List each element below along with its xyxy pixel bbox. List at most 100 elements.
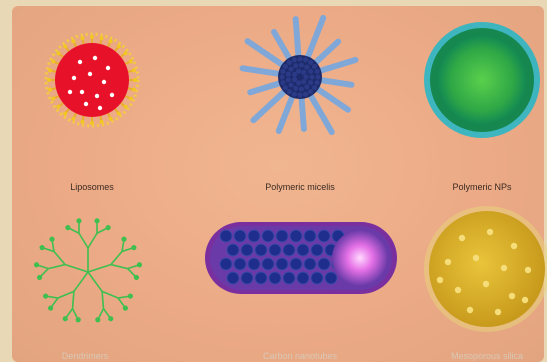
dendrimer-branch: [54, 251, 65, 264]
polymeric-np-illustration: [424, 22, 540, 138]
liposome-dot: [84, 102, 88, 106]
silica-pore: [525, 267, 531, 273]
liposome-head: [71, 117, 75, 121]
nanotube-bead: [304, 230, 316, 242]
micelle-core-bead: [308, 80, 313, 85]
liposome-head: [90, 121, 94, 125]
liposome-head: [132, 68, 136, 72]
silica-pore: [495, 309, 501, 315]
micelle-arm: [253, 91, 285, 121]
micelle-arm: [315, 42, 338, 64]
micelle-core-bead: [286, 72, 291, 77]
nanotube-bead: [248, 258, 260, 270]
label-dendrimers: Dendrimers: [62, 351, 109, 361]
micelle-core-bead: [286, 77, 291, 82]
silica-pore: [483, 281, 489, 287]
label-carbon-nanotubes: Carbon nanotubes: [263, 351, 337, 361]
label-polymeric-micelles: Polymeric micelis: [265, 182, 335, 192]
nanotube-bead: [241, 244, 253, 256]
silica-pore: [522, 297, 528, 303]
micelle-core-bead: [296, 80, 301, 85]
liposome-head: [51, 59, 55, 63]
micelle-arm: [279, 96, 293, 131]
dendrimer-branch: [111, 251, 122, 264]
silica-pore: [467, 307, 473, 313]
dendrimer-node: [48, 305, 53, 310]
dendrimer-branch: [102, 291, 103, 308]
label-liposomes: Liposomes: [70, 182, 114, 192]
dendrimer-branch: [111, 265, 128, 269]
nanotube-bead: [269, 272, 281, 284]
micelle-core-bead: [312, 64, 317, 69]
micelle-core-bead: [303, 92, 308, 97]
dendrimer-node: [106, 225, 111, 230]
liposome-dot: [68, 90, 72, 94]
nanotube-bead: [220, 258, 232, 270]
micelle-core-bead: [301, 70, 306, 75]
micelle-arm: [307, 17, 323, 58]
liposome-head: [124, 105, 128, 109]
liposome-head: [100, 36, 104, 40]
dendrimer-branch: [88, 265, 111, 272]
micelle-core-bead: [303, 74, 308, 79]
dendrimer-node: [76, 317, 81, 322]
micelle-core-bead: [292, 72, 297, 77]
dendrimer-node: [121, 237, 126, 242]
nanotube-bead: [276, 230, 288, 242]
micelle-core-bead: [308, 60, 313, 65]
dendrimer-node: [137, 262, 142, 267]
nanotube-bead: [262, 230, 274, 242]
nanotube-bead: [248, 230, 260, 242]
micelle-core-bead: [280, 69, 285, 74]
micelle-arm: [317, 88, 348, 109]
nanotube-bead: [318, 258, 330, 270]
liposome-dot: [80, 90, 84, 94]
micelle-core-bead: [283, 64, 288, 69]
liposome-head: [133, 78, 137, 82]
liposome-head: [48, 88, 52, 92]
silica-pore: [445, 259, 451, 265]
silica-pore: [437, 277, 443, 283]
micelle-core-bead: [315, 74, 320, 79]
micelle-core-bead: [292, 92, 297, 97]
dendrimer-branch: [88, 233, 97, 248]
nanotube-bead: [269, 244, 281, 256]
micelle-core-bead: [315, 80, 320, 85]
dendrimer-branch: [48, 265, 65, 269]
silica-pore: [459, 235, 465, 241]
micelle-core-bead: [308, 69, 313, 74]
micelle-core-bead: [299, 86, 304, 91]
liposome-head: [56, 51, 60, 55]
micelle-core-bead: [292, 77, 297, 82]
carbon-nanotube-illustration: [205, 222, 397, 294]
micelle-core-bead: [283, 85, 288, 90]
liposome-head: [63, 44, 67, 48]
micelle-core-bead: [292, 57, 297, 62]
micelle-core-bead: [309, 74, 314, 79]
nanotube-bead: [290, 258, 302, 270]
dendrimer-node: [134, 275, 139, 280]
nanotube-bead: [318, 230, 330, 242]
liposome-dot: [110, 93, 114, 97]
micelle-arm: [320, 80, 352, 85]
nanotube-bead: [297, 272, 309, 284]
micelle-core-bead: [296, 69, 301, 74]
label-mesoporous-silica: Mesoporous silica: [451, 351, 523, 361]
nanotube-bead: [283, 272, 295, 284]
micelle-core-bead: [293, 86, 298, 91]
silica-pore: [509, 293, 515, 299]
micelle-core-bead: [299, 62, 304, 67]
dendrimer-illustration: [34, 218, 142, 322]
dendrimer-node: [94, 218, 99, 223]
dendrimer-branch: [65, 265, 88, 272]
nanotube-bead: [290, 230, 302, 242]
nanotube-bead: [262, 258, 274, 270]
micelle-core-bead: [304, 84, 309, 89]
nanotube-bead: [325, 272, 337, 284]
micelle-arm: [274, 32, 290, 60]
micelle-core-bead: [315, 69, 320, 74]
silica-pore: [455, 287, 461, 293]
dendrimer-node: [108, 316, 113, 321]
